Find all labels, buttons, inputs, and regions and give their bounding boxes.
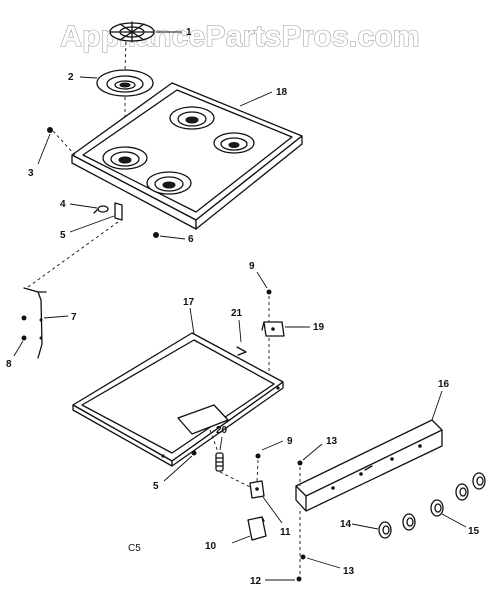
diagram-code: C5 [128, 543, 141, 554]
screw-5-lower-part [191, 450, 197, 456]
screw-8-left-a-part [21, 315, 27, 321]
callout-14: 14 [340, 519, 352, 530]
bracket-11-part [249, 480, 265, 499]
screw-12-part [296, 576, 302, 582]
callout-6: 6 [188, 234, 194, 245]
callout-9-lower: 9 [287, 436, 293, 447]
callout-12: 12 [250, 576, 262, 587]
callout-3: 3 [28, 168, 34, 179]
callout-17: 17 [183, 297, 195, 308]
callout-10: 10 [205, 541, 217, 552]
screw-13-upper-part [297, 460, 303, 466]
callout-5-upper: 5 [60, 230, 66, 241]
burner-box-17-part [72, 332, 284, 467]
callout-13-lower: 13 [343, 566, 355, 577]
callout-16: 16 [438, 379, 450, 390]
drip-pan-part [96, 69, 154, 97]
screw-13-lower-part [300, 554, 306, 560]
callout-2: 2 [68, 72, 74, 83]
callout-19: 19 [313, 322, 325, 333]
cooktop-part [71, 82, 303, 230]
screw-9-lower-part [255, 453, 261, 459]
knob-15-part [430, 472, 486, 517]
callout-1: 1 [186, 27, 192, 38]
spring-clip-21-part [236, 346, 247, 356]
screw-9-upper-part [266, 289, 272, 295]
hinge-bar-7-part [23, 287, 47, 359]
screw-8-left-b-part [21, 335, 27, 341]
callout-11: 11 [280, 527, 291, 538]
bracket-5-upper-part [114, 202, 123, 221]
bracket-19-part [261, 321, 285, 337]
callout-18: 18 [276, 87, 288, 98]
spring-20-part [215, 452, 224, 472]
screw-3-part [47, 127, 53, 133]
clip-4-part [93, 205, 109, 214]
callout-7: 7 [71, 312, 77, 323]
callout-15: 15 [468, 526, 480, 537]
screw-6-part [153, 232, 159, 238]
callout-8-left: 8 [6, 359, 12, 370]
burner-grate-part [109, 21, 155, 43]
callout-4: 4 [60, 199, 66, 210]
callout-20: 20 [216, 425, 228, 436]
manifold-panel-16-part [295, 419, 443, 512]
knob-14-part [378, 513, 416, 539]
callout-21: 21 [231, 308, 243, 319]
callout-13-upper: 13 [326, 436, 338, 447]
bracket-10-part [247, 516, 267, 541]
callout-5-lower: 5 [153, 481, 159, 492]
callout-9-upper: 9 [249, 261, 255, 272]
